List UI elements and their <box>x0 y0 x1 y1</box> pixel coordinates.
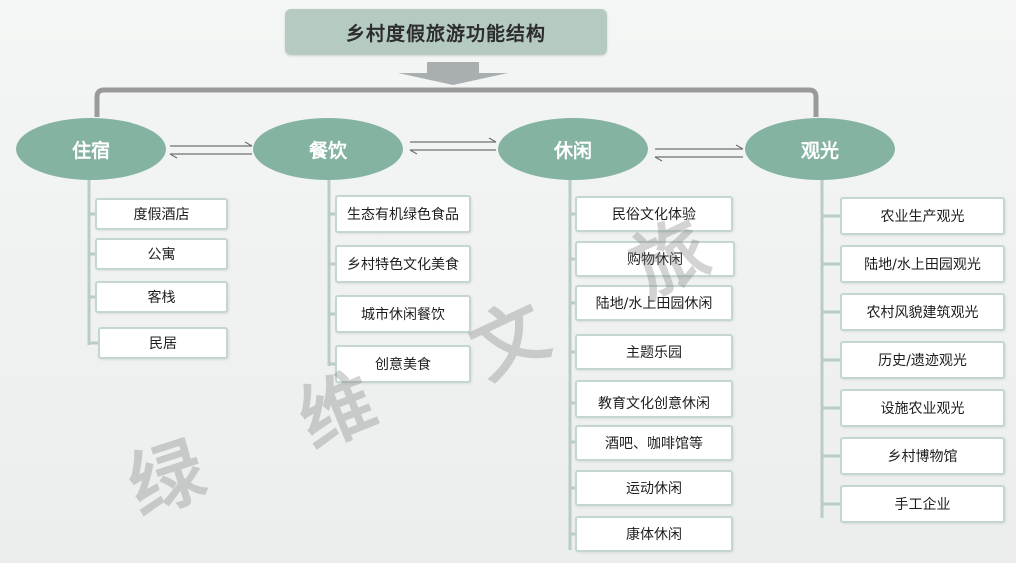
leisure-item: 康体休闲 <box>575 516 733 552</box>
sightseeing-item: 手工企业 <box>840 485 1005 523</box>
leisure-item: 酒吧、咖啡馆等 <box>575 425 733 461</box>
dining-item: 乡村特色文化美食 <box>335 245 471 283</box>
sightseeing-item: 乡村博物馆 <box>840 437 1005 475</box>
down-arrow-icon <box>398 62 508 85</box>
category-lodging: 住宿 <box>16 118 166 180</box>
category-sightseeing: 观光 <box>745 118 895 180</box>
leisure-item: 教育文化创意休闲 <box>575 380 733 418</box>
lodging-item: 公寓 <box>95 238 228 270</box>
sightseeing-item: 历史/遗迹观光 <box>840 341 1005 379</box>
sightseeing-item: 设施农业观光 <box>840 389 1005 427</box>
leisure-item: 民俗文化体验 <box>575 196 733 232</box>
sightseeing-item: 陆地/水上田园观光 <box>840 245 1005 283</box>
leisure-item: 运动休闲 <box>575 470 733 506</box>
sightseeing-item: 农业生产观光 <box>840 197 1005 235</box>
dining-item: 生态有机绿色食品 <box>335 195 471 233</box>
category-leisure: 休闲 <box>498 118 648 180</box>
sightseeing-item: 农村风貌建筑观光 <box>840 293 1005 331</box>
dining-item: 城市休闲餐饮 <box>335 295 471 333</box>
dining-item: 创意美食 <box>335 345 471 383</box>
category-dining: 餐饮 <box>253 118 403 180</box>
leisure-item: 陆地/水上田园休闲 <box>575 285 733 321</box>
lodging-item: 度假酒店 <box>95 198 228 230</box>
diagram-title: 乡村度假旅游功能结构 <box>285 9 607 55</box>
lodging-item: 客栈 <box>95 281 228 313</box>
lodging-item: 民居 <box>98 327 228 359</box>
leisure-item: 主题乐园 <box>575 334 733 370</box>
leisure-item: 购物休闲 <box>575 241 735 277</box>
